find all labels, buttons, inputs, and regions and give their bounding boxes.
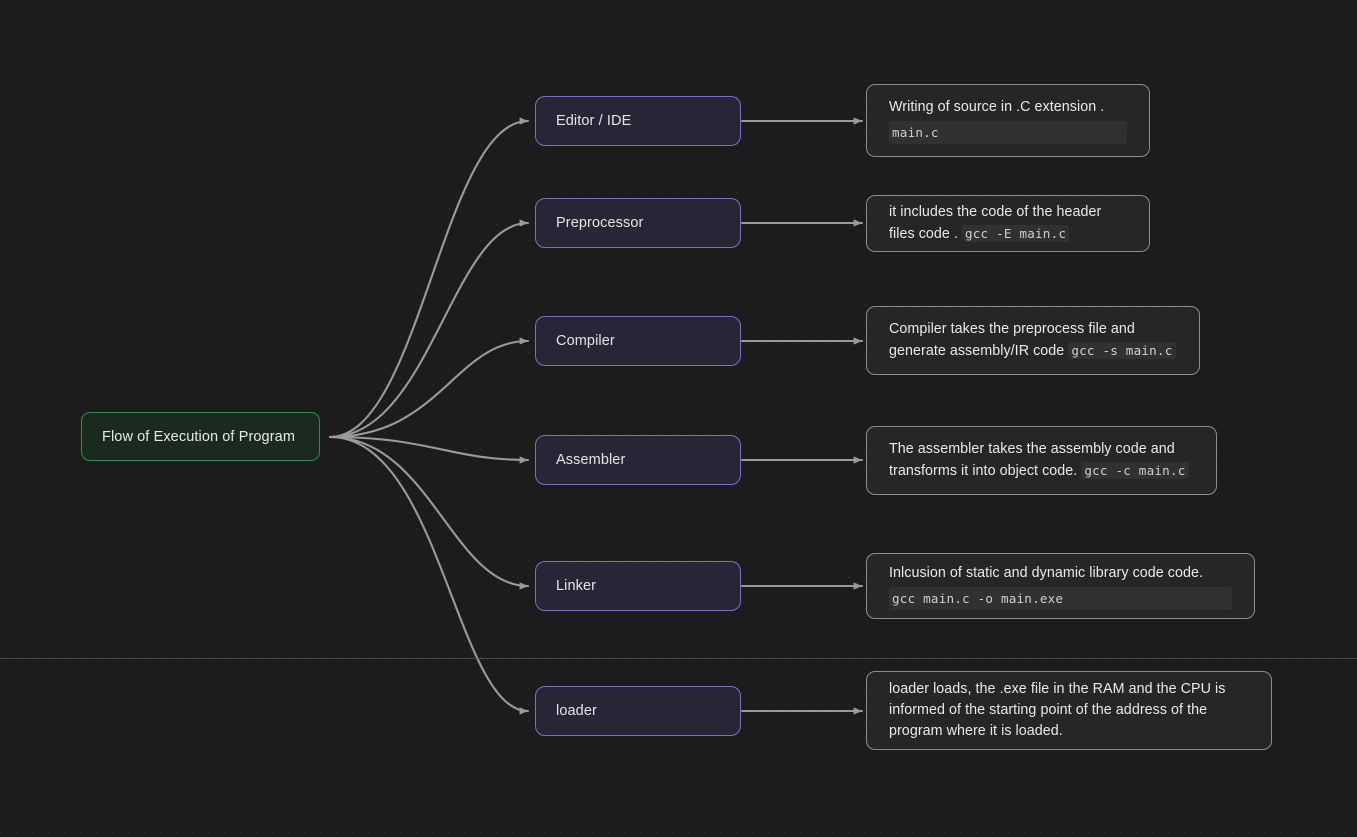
description-text: Inlcusion of static and dynamic library … [889, 563, 1232, 610]
node-stage-preprocessor[interactable]: Preprocessor [535, 198, 741, 248]
edge-root-to-loader [328, 435, 530, 715]
description-line: Inlcusion of static and dynamic library … [889, 564, 1204, 581]
description-code: main.c [889, 121, 1127, 144]
node-stage-editor[interactable]: Editor / IDE [535, 96, 741, 146]
node-stage-label: Compiler [556, 333, 615, 349]
description-line: generate assembly/IR code [889, 343, 1065, 359]
description-preprocessor: it includes the code of the header files… [866, 195, 1150, 252]
description-editor: Writing of source in .C extension . main… [866, 84, 1150, 157]
edge-root-to-editor [328, 117, 530, 439]
horizontal-divider [0, 658, 1357, 659]
node-stage-label: Editor / IDE [556, 113, 632, 129]
edge-root-to-preprocessor [328, 219, 530, 439]
node-stage-assembler[interactable]: Assembler [535, 435, 741, 485]
edge-root-to-assembler [328, 435, 530, 464]
description-text: it includes the code of the header files… [889, 202, 1127, 245]
node-root-flow-of-execution[interactable]: Flow of Execution of Program [81, 412, 320, 461]
node-stage-loader[interactable]: loader [535, 686, 741, 736]
description-line: files code . [889, 226, 958, 242]
description-line: it includes the code of the header [889, 204, 1102, 220]
description-text: The assembler takes the assembly code an… [889, 439, 1194, 482]
description-text: loader loads, the .exe file in the RAM a… [889, 679, 1249, 742]
description-line: loader loads, the .exe file in the RAM a… [889, 681, 1226, 697]
description-code: gcc main.c -o main.exe [889, 586, 1232, 610]
node-stage-label: Linker [556, 578, 597, 594]
description-code: gcc -s main.c [1068, 342, 1176, 359]
description-line: program where it is loaded. [889, 723, 1063, 739]
node-stage-linker[interactable]: Linker [535, 561, 741, 611]
description-line: transforms it into object code. [889, 463, 1078, 479]
description-assembler: The assembler takes the assembly code an… [866, 426, 1217, 495]
description-line: Compiler takes the preprocess file and [889, 321, 1135, 337]
edge-root-to-compiler [328, 337, 530, 439]
node-stage-label: Preprocessor [556, 215, 644, 231]
description-loader: loader loads, the .exe file in the RAM a… [866, 671, 1272, 750]
edge-root-to-linker [328, 435, 530, 590]
node-root-label: Flow of Execution of Program [102, 428, 295, 445]
description-code: gcc -E main.c [961, 225, 1070, 242]
description-text: Writing of source in .C extension . main… [889, 97, 1127, 144]
description-linker: Inlcusion of static and dynamic library … [866, 553, 1255, 619]
description-line: informed of the starting point of the ad… [889, 702, 1208, 718]
node-stage-compiler[interactable]: Compiler [535, 316, 741, 366]
description-code: gcc -c main.c [1081, 462, 1189, 479]
node-stage-label: loader [556, 703, 597, 719]
description-text: Compiler takes the preprocess file and g… [889, 319, 1177, 362]
node-stage-label: Assembler [556, 452, 626, 468]
description-compiler: Compiler takes the preprocess file and g… [866, 306, 1200, 375]
description-line: Writing of source in .C extension . [889, 99, 1105, 115]
description-line: The assembler takes the assembly code an… [889, 441, 1175, 457]
